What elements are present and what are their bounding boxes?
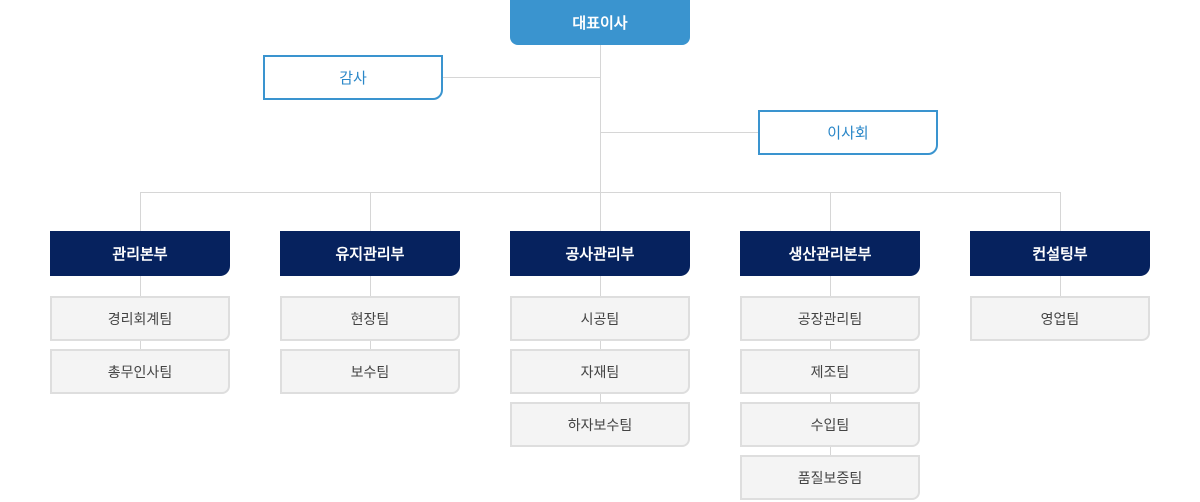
team-box: 경리회계팀	[50, 296, 230, 341]
board-connector	[600, 132, 758, 133]
dept-drop-connector	[600, 192, 601, 231]
board-box: 이사회	[758, 110, 938, 155]
team-box: 공장관리팀	[740, 296, 920, 341]
team-box: 시공팀	[510, 296, 690, 341]
audit-connector	[443, 77, 600, 78]
dept-drop-connector	[1060, 192, 1061, 231]
department-management-hq: 관리본부	[50, 231, 230, 276]
team-box: 총무인사팀	[50, 349, 230, 394]
team-box: 품질보증팀	[740, 455, 920, 500]
team-box: 자재팀	[510, 349, 690, 394]
department-construction: 공사관리부	[510, 231, 690, 276]
audit-box: 감사	[263, 55, 443, 100]
dept-drop-connector	[140, 192, 141, 231]
ceo-box: 대표이사	[510, 0, 690, 45]
dept-drop-connector	[370, 192, 371, 231]
team-box: 제조팀	[740, 349, 920, 394]
team-box: 보수팀	[280, 349, 460, 394]
dept-drop-connector	[830, 192, 831, 231]
department-consulting: 컨설팅부	[970, 231, 1150, 276]
team-box: 수입팀	[740, 402, 920, 447]
department-maintenance: 유지관리부	[280, 231, 460, 276]
team-box: 영업팀	[970, 296, 1150, 341]
team-box: 현장팀	[280, 296, 460, 341]
team-box: 하자보수팀	[510, 402, 690, 447]
department-production-hq: 생산관리본부	[740, 231, 920, 276]
main-vertical-connector	[600, 45, 601, 192]
